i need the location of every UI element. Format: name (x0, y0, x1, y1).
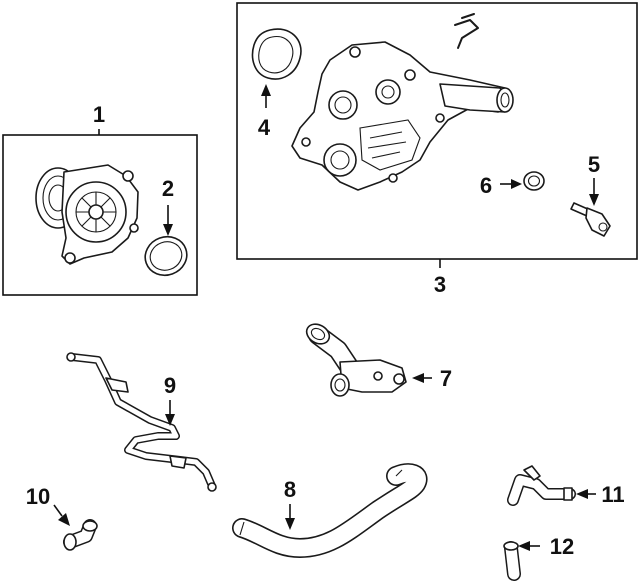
retaining-clip-icon (454, 13, 479, 49)
heater-hose-icon (507, 465, 576, 506)
bypass-tube-icon (66, 352, 217, 492)
thermostat-housing-group-box (236, 2, 638, 260)
callout-5-arrow (589, 194, 599, 206)
callout-5-label: 5 (588, 152, 600, 177)
callout-7-label: 7 (440, 366, 452, 391)
radiator-hose-icon (232, 463, 428, 558)
callout-6-arrow (511, 179, 522, 189)
callout-7-arrow (412, 373, 424, 383)
callout-11-label: 11 (601, 482, 624, 507)
pump-gasket-icon (144, 235, 188, 277)
callout-12-arrow (518, 541, 530, 551)
callout-11-arrow (576, 489, 588, 499)
temperature-sensor-icon (570, 202, 611, 237)
water-pump-group-box (2, 134, 198, 296)
callout-8-arrow (285, 518, 295, 530)
callout-6-label: 6 (480, 173, 492, 198)
callout-3-label: 3 (434, 272, 446, 297)
callout-2-arrow (163, 224, 173, 236)
water-pump-icon (35, 164, 139, 265)
hose-connector-icon (63, 519, 98, 551)
thermostat-housing-assembly-icon (291, 41, 514, 191)
callout-2-label: 2 (162, 176, 174, 201)
callout-10-leader (53, 504, 63, 517)
housing-gasket-icon (251, 28, 302, 80)
callout-4-label: 4 (258, 115, 271, 140)
callout-10-label: 10 (26, 484, 50, 509)
callout-12-label: 12 (550, 534, 574, 559)
outlet-pipe-icon (305, 323, 407, 397)
callout-10-arrow (58, 513, 70, 526)
callout-9-arrow (165, 414, 175, 426)
callout-9-label: 9 (164, 373, 176, 398)
callout-1-label: 1 (93, 102, 105, 127)
short-hose-icon (503, 541, 521, 581)
callout-8-label: 8 (284, 477, 296, 502)
sensor-o-ring-icon (523, 171, 545, 191)
callout-4-arrow (261, 84, 271, 96)
